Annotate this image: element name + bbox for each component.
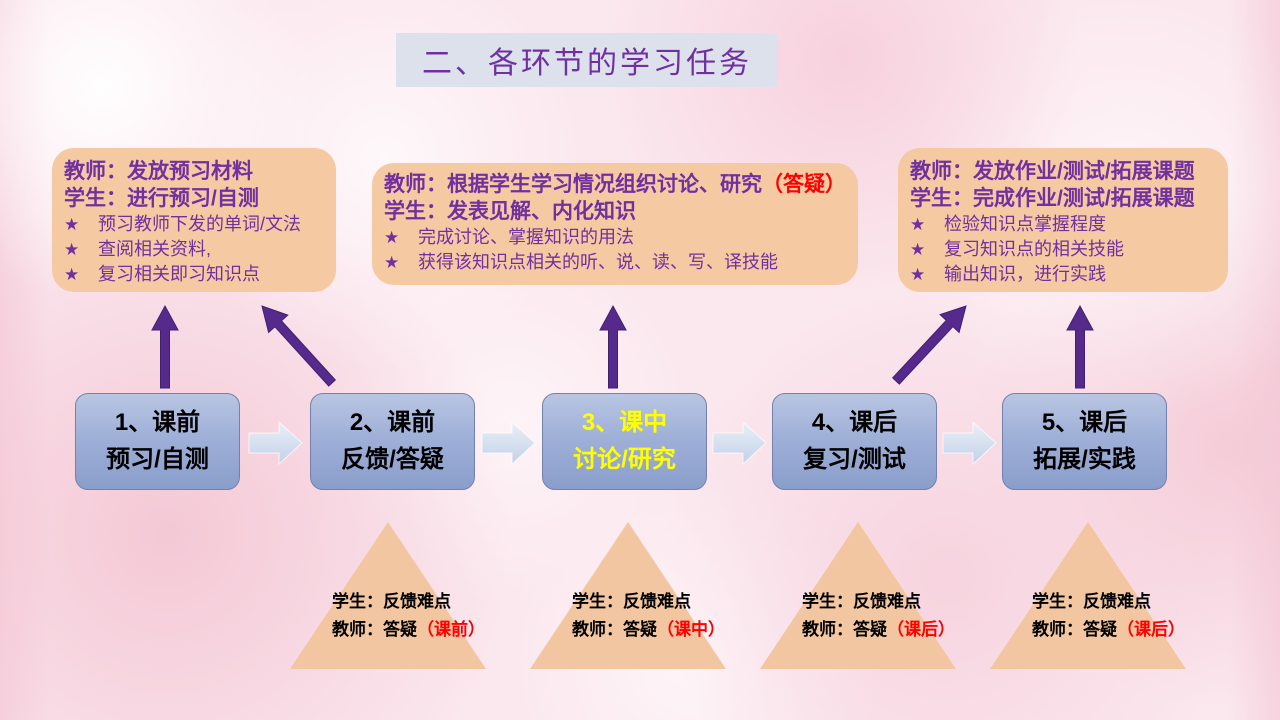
triangle-note-line1: 学生：反馈难点 [1032,592,1151,611]
triangle-shape [530,522,726,669]
task-bullet: ★ 获得该知识点相关的听、说、读、写、译技能 [384,250,846,275]
task-bullet: ★ 复习相关即习知识点 [64,262,324,287]
teacher-task-line: 教师：发放预习材料 [64,160,253,183]
step-line2: 反馈/答疑 [341,446,444,473]
bullet-text: 输出知识，进行实践 [944,264,1106,284]
bullet-text: 检验知识点掌握程度 [944,214,1106,234]
step-box-3: 3、课中 讨论/研究 [542,393,707,490]
triangle-note-3: 学生：反馈难点 教师：答疑（课后） [802,588,977,644]
triangle-note-2: 学生：反馈难点 教师：答疑（课中） [572,588,747,644]
step-line1: 4、课后 [811,409,898,436]
up-left-arrow-icon [261,305,337,387]
task-box-postclass: 教师：发放作业/测试/拓展课题 学生：完成作业/测试/拓展课题 ★ 检验知识点掌握… [898,148,1228,292]
step-line2: 预习/自测 [106,446,209,473]
step-line2: 复习/测试 [803,446,906,473]
task-bullet: ★ 预习教师下发的单词/文法 [64,212,324,237]
task-bullet: ★ 检验知识点掌握程度 [910,212,1216,237]
star-icon: ★ [910,240,926,259]
task-bullet: ★ 完成讨论、掌握知识的用法 [384,225,846,250]
triangle-note-line2: 教师：答疑（课后） [802,616,977,644]
triangle-note-red: （课前） [417,620,485,639]
task-bullet: ★ 输出知识，进行实践 [910,262,1216,287]
step-line2: 讨论/研究 [573,446,676,473]
star-icon: ★ [910,215,926,234]
student-task-line: 学生：进行预习/自测 [64,187,259,210]
teacher-task-line: 教师：根据学生学习情况组织讨论、研究（答疑） [384,171,846,198]
step-line1: 1、课前 [114,409,201,436]
up-arrow-icon [1066,304,1094,389]
up-right-arrow-icon [891,305,967,385]
triangle-note-line2: 教师：答疑（课后） [1032,616,1207,644]
step-box-5: 5、课后 拓展/实践 [1002,393,1167,490]
flow-right-arrow-icon [712,420,767,466]
triangle-note-line2: 教师：答疑（课前） [332,616,507,644]
triangle-shape [290,522,486,669]
triangle-shape [990,522,1186,669]
slide-title: 二、各环节的学习任务 [422,47,752,80]
slide-title-box: 二、各环节的学习任务 [396,33,778,87]
flow-right-arrow-icon [248,420,303,466]
teacher-task-text: 教师：根据学生学习情况组织讨论、研究 [384,173,762,196]
bullet-text: 查阅相关资料, [98,239,212,259]
step-box-2: 2、课前 反馈/答疑 [310,393,475,490]
flow-right-arrow-icon [942,420,997,466]
star-icon: ★ [910,265,926,284]
star-icon: ★ [384,253,400,272]
triangle-note-line1: 学生：反馈难点 [802,592,921,611]
student-task-line: 学生：完成作业/测试/拓展课题 [910,187,1195,210]
task-box-inclass: 教师：根据学生学习情况组织讨论、研究（答疑） 学生：发表见解、内化知识 ★ 完成讨… [372,163,858,285]
bullet-text: 复习知识点的相关技能 [944,239,1124,259]
triangle-note-line1: 学生：反馈难点 [332,592,451,611]
triangle-note-red: （课后） [1117,620,1185,639]
bullet-text: 获得该知识点相关的听、说、读、写、译技能 [418,252,778,272]
bullet-text: 复习相关即习知识点 [98,264,260,284]
step-line1: 3、课中 [581,409,668,436]
student-task-line: 学生：发表见解、内化知识 [384,200,636,223]
triangle-note-black: 教师：答疑 [572,620,657,639]
triangle-note-4: 学生：反馈难点 教师：答疑（课后） [1032,588,1207,644]
step-line1: 5、课后 [1041,409,1128,436]
step-box-4: 4、课后 复习/测试 [772,393,937,490]
step-line2: 拓展/实践 [1033,446,1136,473]
triangle-note-black: 教师：答疑 [332,620,417,639]
triangle-note-black: 教师：答疑 [802,620,887,639]
flow-right-arrow-icon [481,420,536,466]
triangle-note-line1: 学生：反馈难点 [572,592,691,611]
task-box-preclass: 教师：发放预习材料 学生：进行预习/自测 ★ 预习教师下发的单词/文法 ★ 查阅相关… [52,148,336,292]
teacher-task-highlight: （答疑） [762,173,846,196]
star-icon: ★ [64,215,80,234]
task-bullet: ★ 复习知识点的相关技能 [910,237,1216,262]
triangle-note-red: （课中） [657,620,725,639]
up-arrow-icon [151,304,179,389]
up-arrow-icon [599,304,627,389]
step-line1: 2、课前 [349,409,436,436]
bullet-text: 预习教师下发的单词/文法 [98,214,301,234]
triangle-shape [760,522,956,669]
task-bullet: ★ 查阅相关资料, [64,237,324,262]
bullet-text: 完成讨论、掌握知识的用法 [418,227,634,247]
star-icon: ★ [64,240,80,259]
triangle-note-1: 学生：反馈难点 教师：答疑（课前） [332,588,507,644]
star-icon: ★ [384,228,400,247]
step-box-1: 1、课前 预习/自测 [75,393,240,490]
triangle-note-line2: 教师：答疑（课中） [572,616,747,644]
triangle-note-red: （课后） [887,620,955,639]
triangle-note-black: 教师：答疑 [1032,620,1117,639]
star-icon: ★ [64,265,80,284]
teacher-task-line: 教师：发放作业/测试/拓展课题 [910,160,1195,183]
